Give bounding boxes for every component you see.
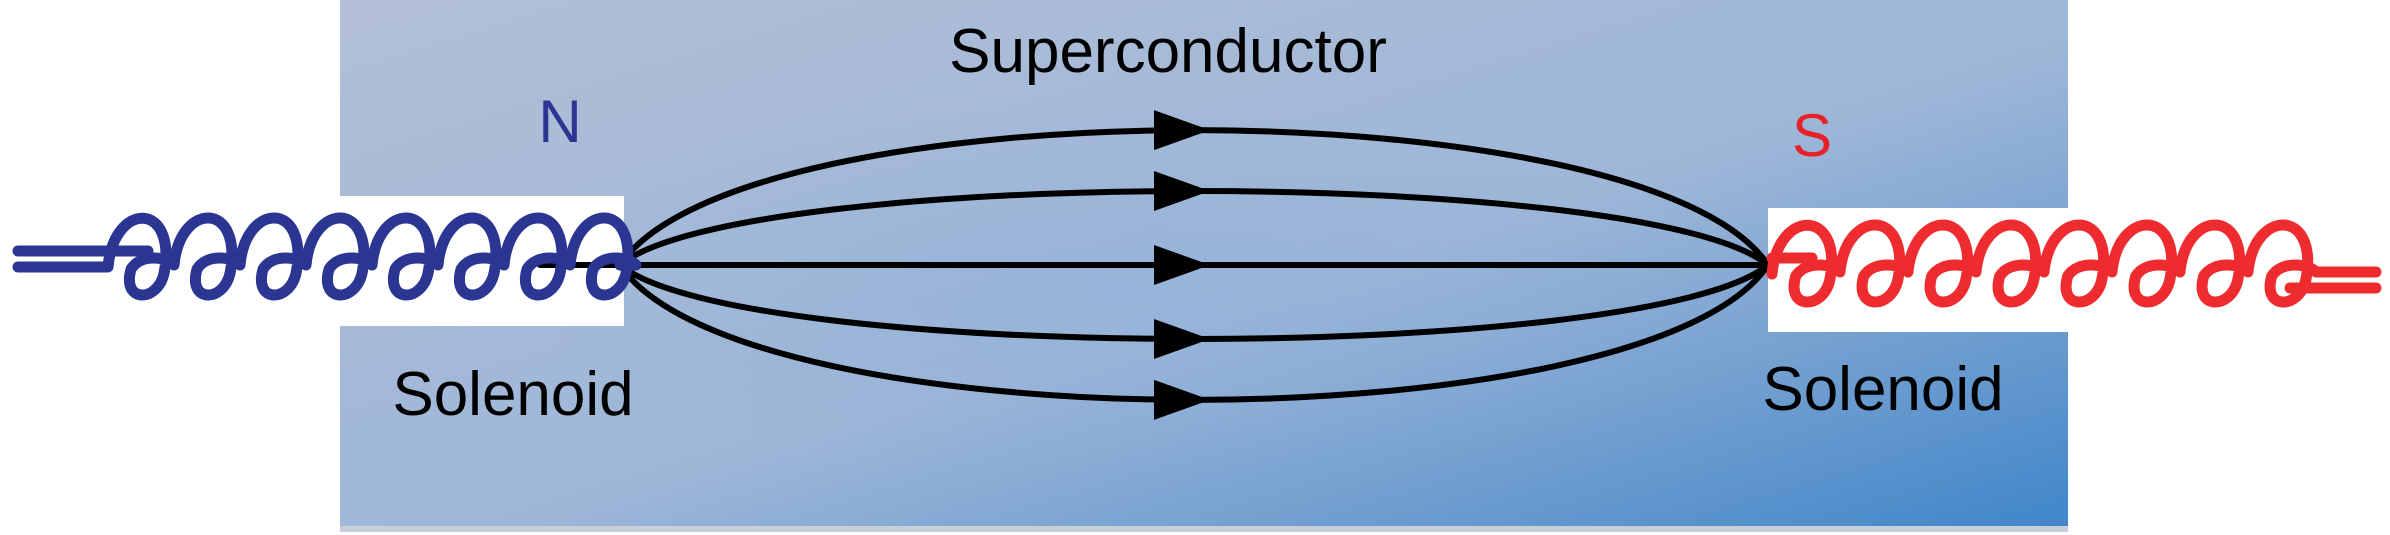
south-pole-label: S — [1792, 102, 1832, 169]
field-arrow — [1154, 318, 1210, 359]
left-solenoid-label: Solenoid — [392, 360, 633, 429]
field-arrow — [1154, 245, 1210, 285]
field-arrow — [1154, 379, 1210, 420]
left-solenoid-coil — [12, 212, 642, 301]
right-solenoid-coil — [1766, 219, 2382, 308]
field-direction-arrows — [1154, 110, 1210, 420]
slab-bottom-shadow — [340, 526, 2068, 532]
coil-winding — [12, 212, 642, 301]
field-arrow — [1154, 171, 1210, 212]
coil-winding — [1766, 219, 2382, 308]
right-solenoid-label: Solenoid — [1762, 355, 2003, 424]
field-arrow — [1154, 110, 1210, 151]
north-pole-label: N — [538, 88, 581, 155]
superconductor-title: Superconductor — [949, 17, 1387, 86]
